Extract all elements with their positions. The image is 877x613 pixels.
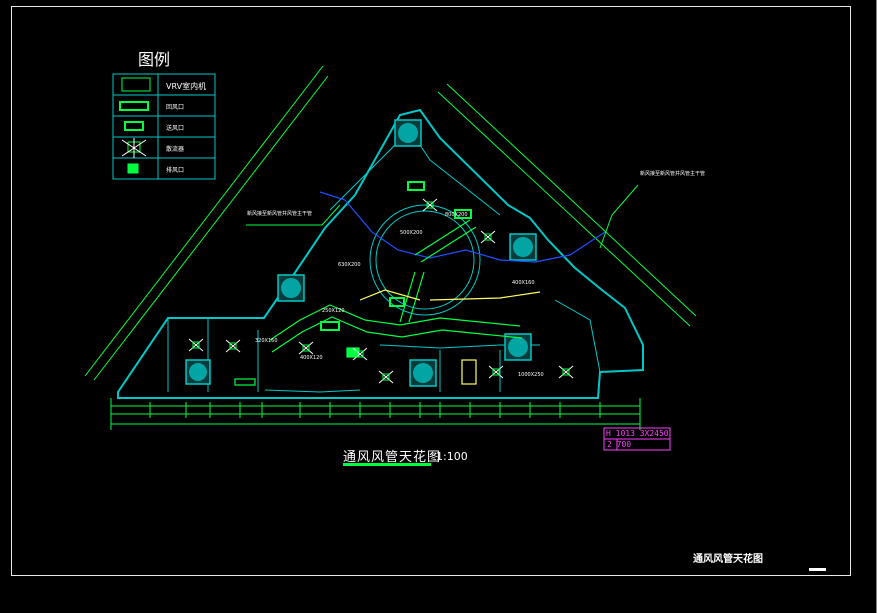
air-grilles	[234, 181, 477, 386]
legend-title: 图例	[138, 50, 171, 69]
vrv-indoor-unit-icon	[121, 77, 151, 92]
dimension-ticks	[110, 402, 641, 418]
legend-label-return: 回风口	[166, 104, 185, 111]
annotation-right-note: 新风接至新风管井风管主干管	[640, 171, 706, 177]
supply-air-grille-icon	[124, 121, 144, 131]
duct-label: 250X120	[322, 308, 345, 314]
diffusers	[188, 198, 574, 384]
legend-icons	[119, 77, 151, 174]
column-circles	[189, 123, 533, 383]
diffuser-icon	[121, 138, 147, 158]
title-block-bar	[809, 568, 826, 571]
building-outline	[117, 108, 644, 399]
legend-table	[112, 73, 216, 180]
plan-title-underline	[343, 463, 431, 466]
title-block-sheet-title: 通风风管天花图	[693, 554, 763, 565]
return-air-grille-icon	[119, 101, 149, 111]
duct-label: 1000X250	[518, 372, 544, 378]
duct-label: 320X160	[255, 338, 278, 344]
central-rotunda	[369, 204, 481, 316]
plan-scale: 1:100	[436, 450, 468, 463]
annotation-left-note: 新风接至新风管井风管主干管	[247, 211, 313, 217]
legend-label-exhaust: 排风口	[166, 167, 185, 174]
duct-label: 400X160	[512, 280, 535, 286]
legend-label-diffuser: 散流器	[166, 146, 185, 153]
main-duct	[269, 191, 606, 353]
legend-label-vrv: VRV室内机	[166, 82, 207, 91]
callout-box	[603, 427, 671, 451]
plan-title: 通风风管天花图	[343, 450, 442, 465]
duct-label: 400X120	[300, 355, 323, 361]
drawing-frame	[11, 6, 851, 576]
duct-label: 800X200	[445, 212, 468, 218]
callout-line-1: H 1013 3X2450	[606, 429, 669, 438]
legend-label-supply: 送风口	[166, 125, 185, 132]
leader-lines	[246, 184, 639, 249]
duct-label: 630X200	[338, 262, 361, 268]
duct-label: 500X200	[400, 230, 423, 236]
callout-line-2: 2 700	[607, 440, 632, 449]
dimension-lines	[84, 65, 697, 430]
exhaust-grille-icon	[127, 163, 139, 174]
